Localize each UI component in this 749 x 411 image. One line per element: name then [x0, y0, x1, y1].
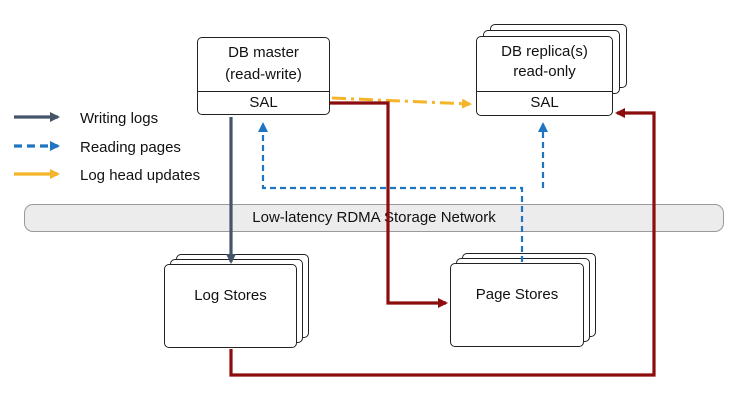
- db-master-sal: SAL: [249, 94, 278, 111]
- log-head-updates-arrow: [331, 96, 472, 109]
- db-master-subtitle: (read-write): [225, 66, 302, 83]
- master-to-page-stores-arrow: [330, 101, 448, 308]
- log-stores-label: Log Stores: [194, 287, 267, 304]
- db-master-box: [197, 37, 330, 115]
- rdma-storage-network: [24, 204, 724, 232]
- legend-log-head-updates-label: Log head updates: [80, 167, 201, 184]
- log-store-front: [164, 264, 297, 348]
- db-replica-sal: SAL: [530, 94, 559, 111]
- db-replica-divider: [476, 91, 613, 93]
- page-store-front: [450, 263, 584, 347]
- db-replica-subtitle: read-only: [513, 63, 576, 80]
- page-stores-label: Page Stores: [475, 286, 559, 303]
- legend-writing-logs-label: Writing logs: [80, 110, 159, 127]
- legend-reading-pages-label: Reading pages: [80, 139, 181, 156]
- network-label: Low-latency RDMA Storage Network: [252, 209, 496, 226]
- db-replica-title: DB replica(s): [501, 43, 588, 60]
- db-master-divider: [197, 91, 330, 93]
- db-master-title: DB master: [228, 44, 299, 61]
- log-stores-to-replica-arrow: [229, 108, 656, 377]
- reading-pages-arrow-to-master: [258, 122, 524, 262]
- db-replica-box: [476, 36, 613, 116]
